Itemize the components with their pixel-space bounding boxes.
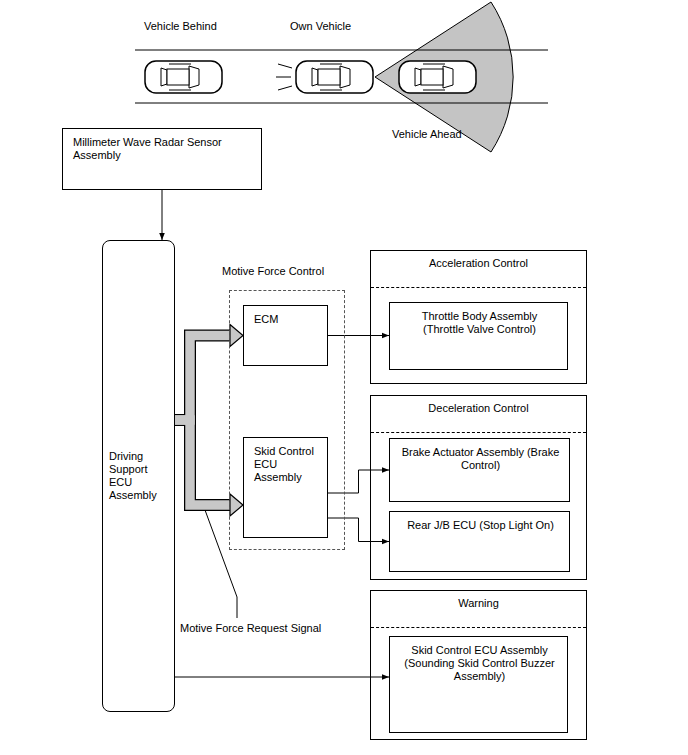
cars [145, 61, 476, 93]
leader-line [205, 510, 237, 618]
control-panel: Acceleration ControlThrottle Body Assemb… [370, 250, 587, 384]
box-label: Brake Actuator Assembly (Brake Control) [400, 446, 561, 472]
component-box: Skid Control ECU Assembly (Sounding Skid… [389, 636, 568, 733]
ecu-box: Driving Support ECU Assembly [102, 240, 175, 712]
component-box: Throttle Body Assembly (Throttle Valve C… [389, 302, 568, 370]
connector-arrow [328, 518, 389, 542]
box-label: Throttle Body Assembly (Throttle Valve C… [400, 310, 559, 336]
divider-line [371, 287, 586, 288]
group-heading: Acceleration Control [377, 257, 580, 270]
signal-arrow-outline [175, 420, 231, 505]
light-rays [276, 64, 292, 90]
connector-arrow [162, 190, 163, 240]
signal-arrowhead [230, 494, 243, 516]
road-line [135, 50, 548, 51]
group-heading: Warning [377, 597, 580, 610]
component-box: Brake Actuator Assembly (Brake Control) [389, 438, 570, 502]
road-line [135, 103, 548, 104]
connector-arrow [175, 677, 389, 678]
signal-arrow [175, 336, 231, 421]
car [296, 61, 373, 93]
box-label: Skid Control ECU Assembly (Sounding Skid… [400, 644, 559, 683]
car [399, 61, 476, 93]
signal-label: Motive Force Request Signal [180, 622, 321, 635]
signal-arrow [175, 420, 231, 505]
box-label: Skid Control ECU Assembly [254, 445, 319, 484]
ecu-box: Skid Control ECU Assembly [243, 437, 328, 538]
divider-line [371, 432, 586, 433]
connector-arrow [328, 470, 389, 493]
box-label: Driving Support ECU Assembly [109, 450, 168, 502]
control-group: Motive Force ControlECMSkid Control ECU … [229, 290, 345, 550]
box-label: ECM [254, 313, 319, 326]
box-label: Millimeter Wave Radar Sensor Assembly [73, 136, 253, 162]
group-heading: Deceleration Control [377, 402, 580, 415]
ecm-box: ECM [243, 305, 328, 366]
signal-arrow-outline [175, 336, 231, 421]
vehicle-label: Vehicle Behind [144, 20, 217, 33]
sensor-box: Millimeter Wave Radar Sensor Assembly [62, 128, 262, 190]
vehicle-label: Vehicle Ahead [392, 128, 462, 141]
connector-arrow [328, 335, 389, 336]
radar-beam [375, 2, 513, 152]
component-box: Rear J/B ECU (Stop Light On) [389, 511, 570, 572]
signal-arrowhead [230, 325, 243, 347]
box-label: Rear J/B ECU (Stop Light On) [400, 519, 561, 532]
warning-panel: WarningSkid Control ECU Assembly (Soundi… [370, 590, 587, 740]
group-heading: Motive Force Control [222, 265, 324, 278]
divider-line [371, 627, 586, 628]
control-panel: Deceleration ControlBrake Actuator Assem… [370, 395, 587, 580]
car [145, 61, 222, 93]
vehicle-label: Own Vehicle [290, 20, 351, 33]
